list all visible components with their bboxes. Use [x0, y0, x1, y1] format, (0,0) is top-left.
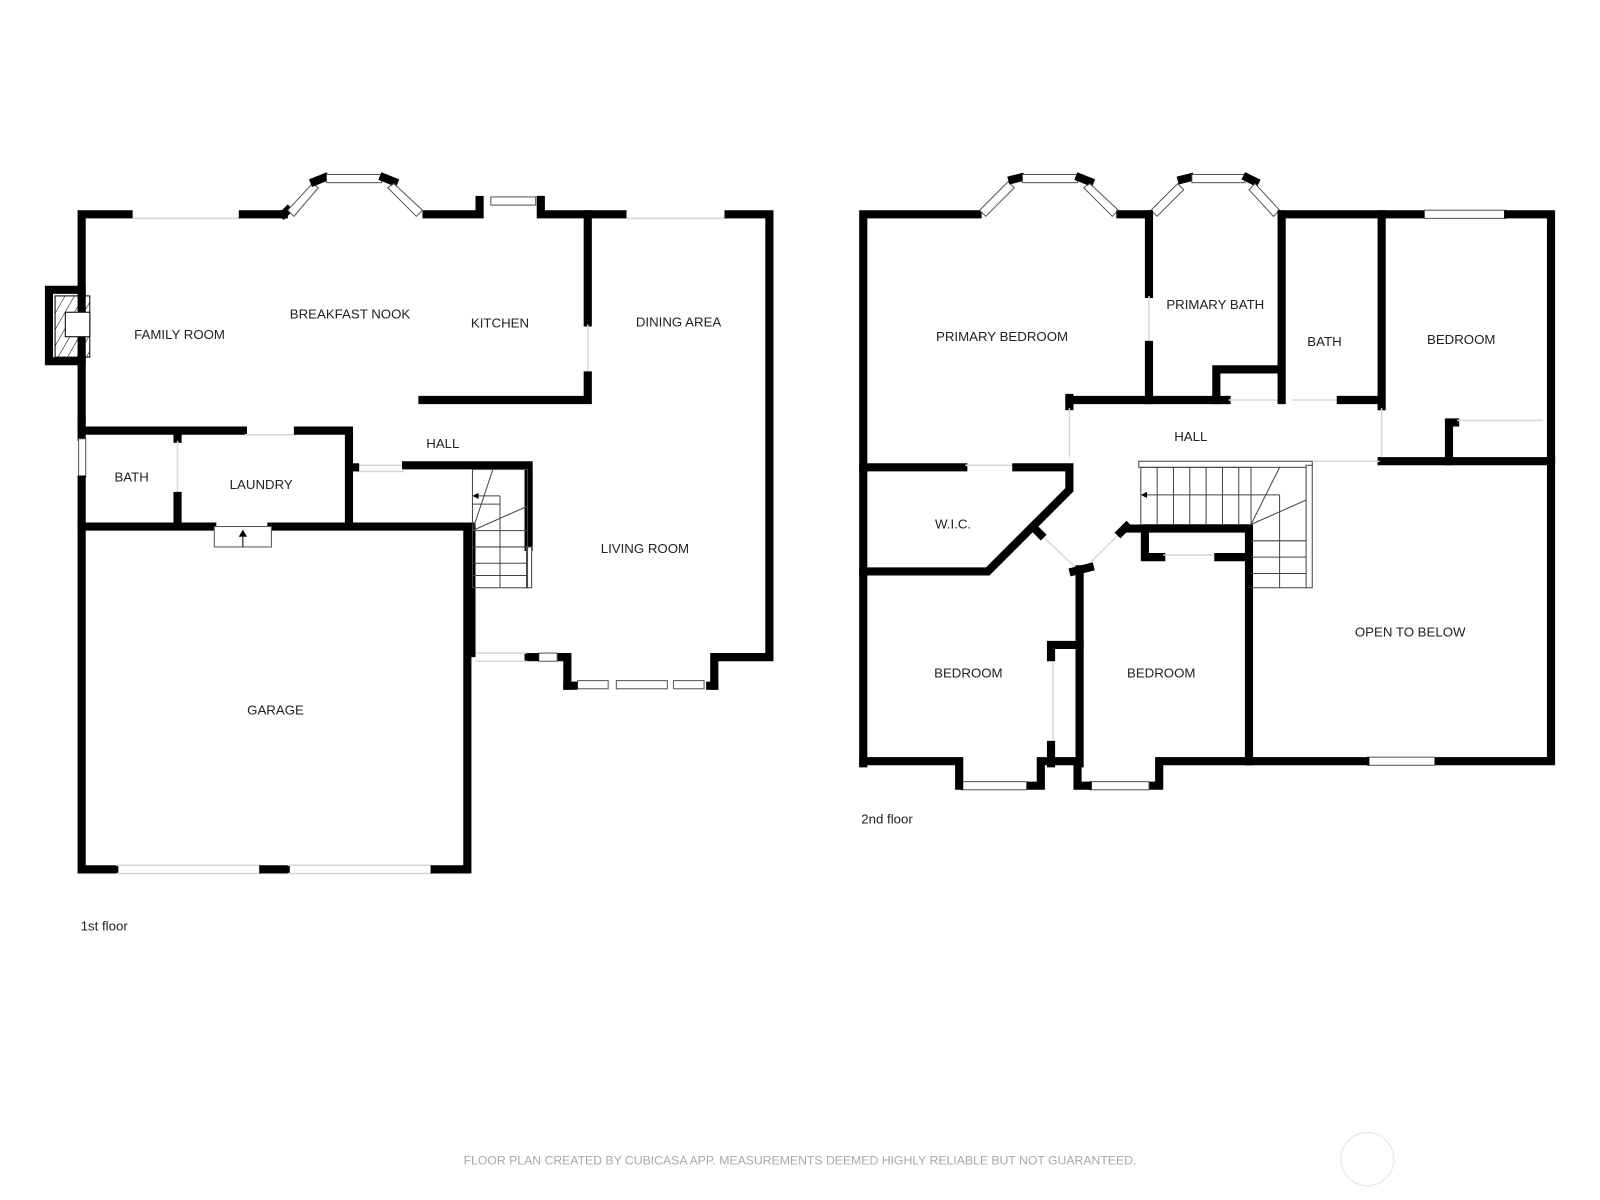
stairs-second-floor	[1138, 460, 1313, 589]
floor-label-second: 2nd floor	[861, 811, 913, 826]
room-label-bedroom-sw: BEDROOM	[934, 666, 1002, 681]
room-label-bedroom-ne: BEDROOM	[1427, 332, 1495, 347]
room-label-hall: HALL	[426, 436, 459, 451]
room-label-open-to-below: OPEN TO BELOW	[1355, 625, 1466, 640]
floor-label-first: 1st floor	[81, 919, 129, 934]
room-label-primary-bedroom: PRIMARY BEDROOM	[936, 329, 1068, 344]
room-label-primary-bath: PRIMARY BATH	[1166, 297, 1264, 312]
second-floor-plan: PRIMARY BEDROOM PRIMARY BATH BATH BEDROO…	[859, 172, 1556, 826]
room-label-breakfast-nook: BREAKFAST NOOK	[290, 306, 411, 321]
room-label-kitchen: KITCHEN	[471, 316, 529, 331]
footer-disclaimer: FLOOR PLAN CREATED BY CUBICASA APP. MEAS…	[464, 1153, 1137, 1167]
room-label-family-room: FAMILY ROOM	[134, 327, 225, 342]
room-label-bath-2: BATH	[1307, 334, 1341, 349]
room-label-laundry: LAUNDRY	[230, 477, 293, 492]
room-label-wic: W.I.C.	[935, 517, 971, 532]
room-label-dining-area: DINING AREA	[636, 315, 722, 330]
room-label-living-room: LIVING ROOM	[601, 541, 689, 556]
watermark-circle-icon	[1340, 1131, 1395, 1187]
room-label-garage: GARAGE	[247, 702, 304, 717]
first-floor-plan: FAMILY ROOM BREAKFAST NOOK KITCHEN DININ…	[44, 172, 774, 934]
room-label-bath: BATH	[114, 470, 148, 485]
room-label-bedroom-s: BEDROOM	[1127, 666, 1195, 681]
room-label-hall-2: HALL	[1174, 429, 1207, 444]
stairs-first-floor	[471, 468, 529, 589]
